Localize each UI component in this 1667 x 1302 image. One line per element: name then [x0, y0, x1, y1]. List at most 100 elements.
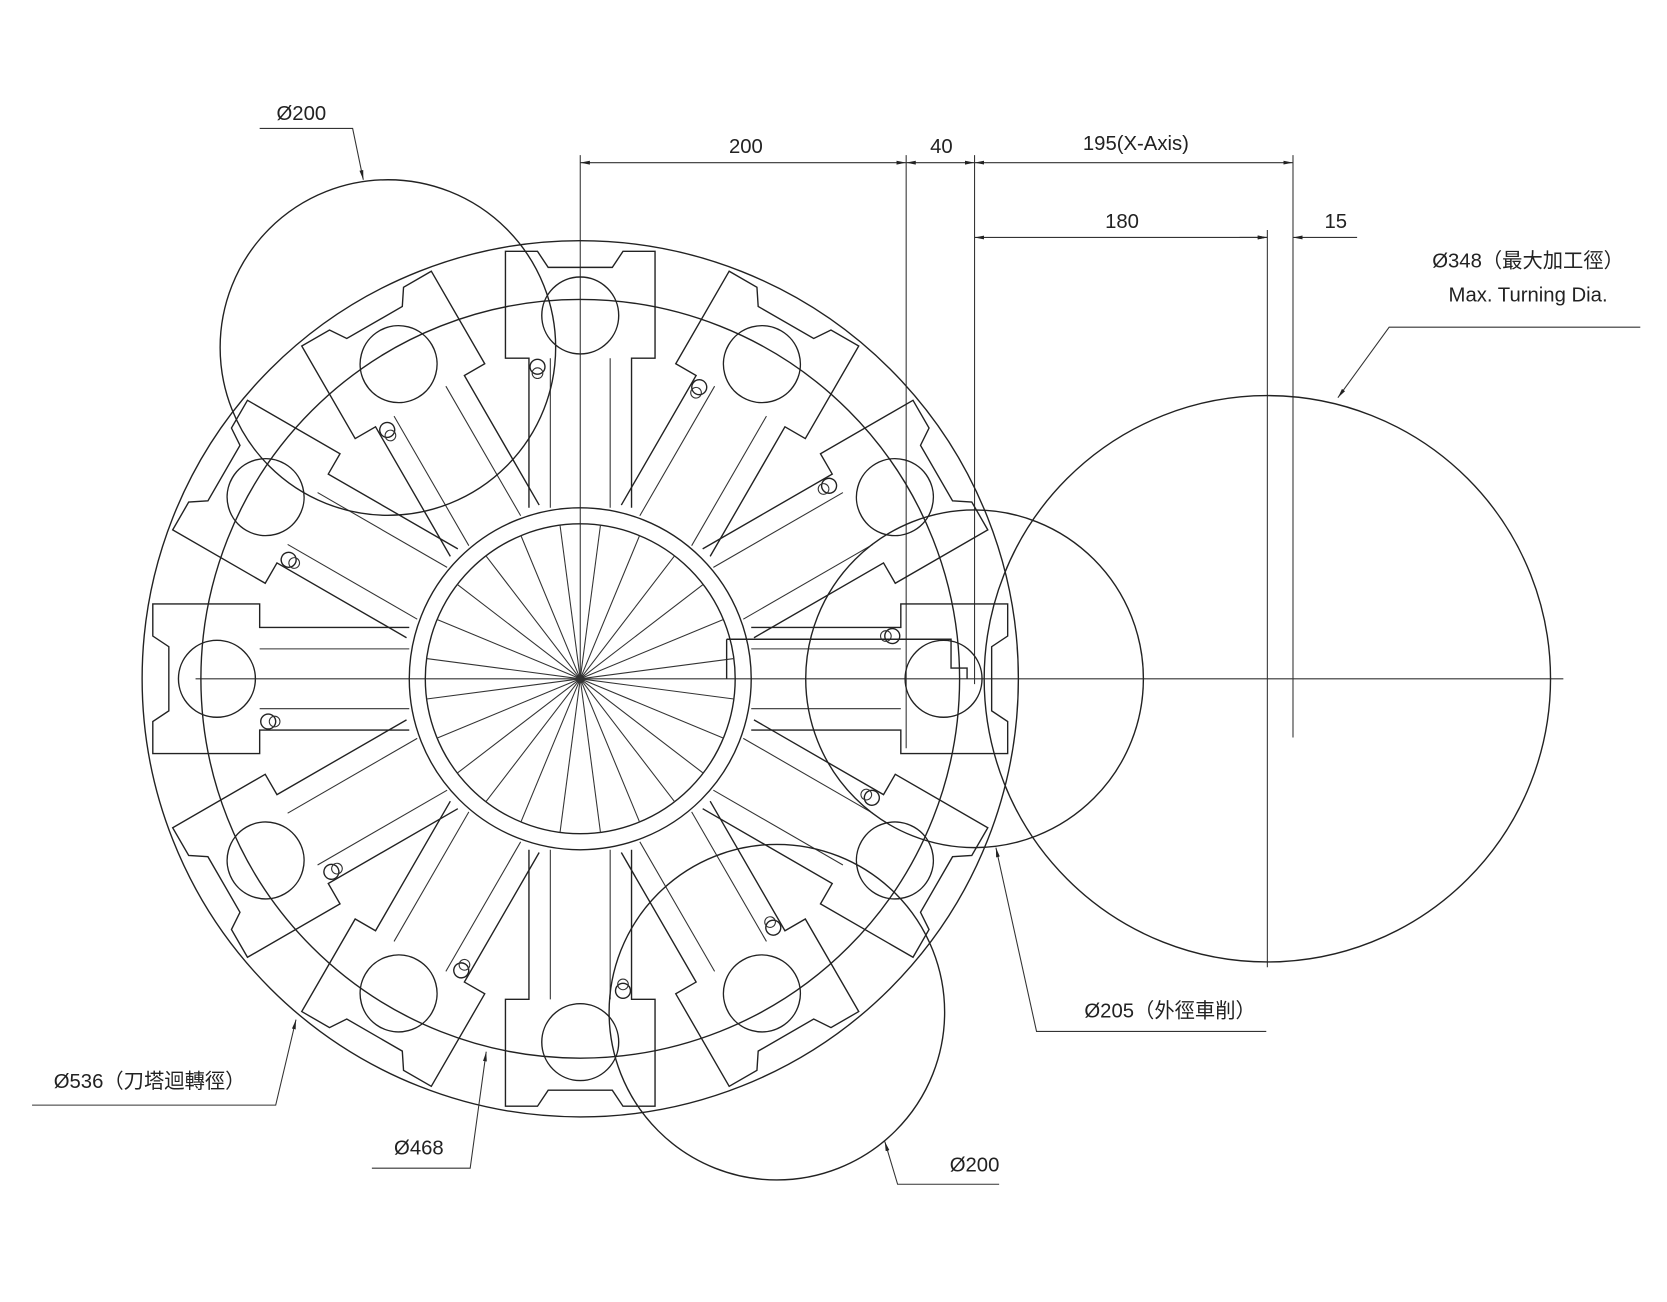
tool-holder-block	[504, 250, 656, 508]
tool-bore	[359, 324, 438, 404]
spoke-line	[579, 678, 704, 774]
tool-holder-block	[171, 399, 459, 639]
spoke-line	[436, 618, 581, 680]
tool-bore	[541, 276, 620, 355]
hub-inner-circle	[424, 523, 736, 835]
tool-bore	[359, 954, 438, 1033]
tool-bore	[904, 639, 983, 718]
callout-od-turning: Ø205（外徑車削）	[995, 847, 1267, 1032]
spoke-line	[579, 535, 641, 679]
svg-text:40: 40	[930, 136, 953, 158]
tool-station	[171, 399, 459, 639]
bolt-icon	[691, 379, 708, 396]
spoke-line	[426, 658, 581, 680]
callout-tool-circle-top: Ø200	[259, 103, 364, 180]
bolt-icon	[884, 627, 901, 645]
max-turning-circle	[983, 394, 1552, 963]
spoke-line	[579, 555, 675, 680]
svg-text:195(X-Axis): 195(X-Axis)	[1083, 133, 1189, 155]
tool-bore	[226, 821, 305, 900]
callout-d468: Ø468	[371, 1051, 487, 1169]
spoke-line	[520, 535, 581, 679]
spoke-line	[580, 678, 734, 700]
boring-bar	[725, 638, 968, 679]
tool-holder-block	[504, 849, 656, 1107]
svg-text:Ø536（刀塔迴轉徑）: Ø536（刀塔迴轉徑）	[54, 1070, 246, 1093]
tool-station	[300, 800, 540, 1088]
bolt-icon	[863, 789, 881, 806]
svg-text:Ø200: Ø200	[950, 1154, 1000, 1176]
bolt-icon	[379, 421, 396, 439]
tool-station	[504, 250, 656, 508]
tool-station	[300, 270, 540, 557]
od-turning-circle	[805, 509, 1145, 849]
bolt-icon	[453, 962, 470, 979]
spoke-line	[579, 525, 601, 679]
svg-text:15: 15	[1324, 211, 1347, 233]
spoke-line	[436, 678, 581, 739]
spoke-line	[580, 658, 734, 680]
callout-tool-circle-bottom: Ø200	[884, 1141, 1000, 1185]
tool-station	[504, 849, 656, 1107]
spoke-line	[580, 678, 724, 739]
tool-holder-block	[152, 603, 410, 755]
bolt-icon	[529, 358, 546, 375]
tool-holder-block	[300, 270, 540, 557]
turret-468-circle	[200, 298, 961, 1059]
spoke-line	[456, 678, 581, 774]
turret-swing-circle	[141, 239, 1020, 1118]
dimension-180: 180	[974, 211, 1268, 240]
callout-turret-swing: Ø536（刀塔迴轉徑）	[32, 1019, 297, 1106]
tool-bore	[541, 1002, 620, 1082]
spoke-line	[559, 678, 581, 833]
bolt-icon	[765, 919, 782, 936]
svg-text:Ø205（外徑車削）: Ø205（外徑車削）	[1084, 1000, 1255, 1023]
svg-text:180: 180	[1105, 211, 1139, 233]
bolt-icon	[260, 713, 277, 730]
svg-text:200: 200	[729, 136, 763, 158]
bolt-icon	[820, 477, 838, 494]
tool-circle-bottom	[608, 843, 946, 1181]
dimension-200: 200	[580, 136, 907, 165]
tool-bore	[722, 954, 802, 1033]
tool-holder-block	[620, 270, 860, 557]
tool-bore	[226, 457, 305, 537]
svg-text:Ø348（最大加工徑）: Ø348（最大加工徑）	[1432, 249, 1624, 272]
spoke-line	[580, 618, 724, 680]
tool-station	[751, 603, 1009, 755]
tool-holder-block	[702, 399, 989, 639]
bolt-icon	[280, 551, 297, 568]
tool-bore	[855, 457, 935, 537]
tool-station	[702, 399, 989, 639]
tool-station	[171, 719, 459, 959]
tool-bore	[177, 639, 257, 718]
callout-max-turning: Ø348（最大加工徑） Max. Turning Dia.	[1337, 249, 1641, 399]
svg-text:Ø200: Ø200	[277, 103, 327, 125]
spoke-line	[559, 525, 581, 679]
tool-holder-block	[300, 800, 540, 1088]
dimension-195-x-axis: 195(X-Axis)	[974, 133, 1293, 165]
spoke-line	[579, 678, 601, 833]
spoke-line	[426, 678, 581, 700]
bolt-icon	[614, 982, 632, 999]
tool-station	[152, 603, 410, 755]
spoke-line	[485, 678, 581, 803]
svg-text:Max. Turning Dia.: Max. Turning Dia.	[1449, 285, 1608, 307]
tool-holder-block	[702, 719, 989, 959]
tool-holder-block	[171, 719, 459, 959]
spoke-line	[579, 584, 704, 680]
spoke-line	[579, 678, 641, 823]
spokes	[426, 525, 734, 833]
spoke-line	[485, 555, 581, 680]
tool-station	[620, 800, 860, 1088]
dimension-40: 40	[906, 136, 975, 165]
dimension-15: 15	[1239, 211, 1358, 240]
tool-bore	[722, 324, 802, 404]
tool-circle-top	[219, 179, 557, 516]
spoke-line	[520, 678, 581, 823]
tool-stations	[152, 250, 1009, 1107]
tool-station	[702, 719, 989, 959]
hub-outer-circle	[408, 507, 752, 851]
tool-holder-block	[620, 800, 860, 1088]
spoke-line	[579, 678, 675, 803]
